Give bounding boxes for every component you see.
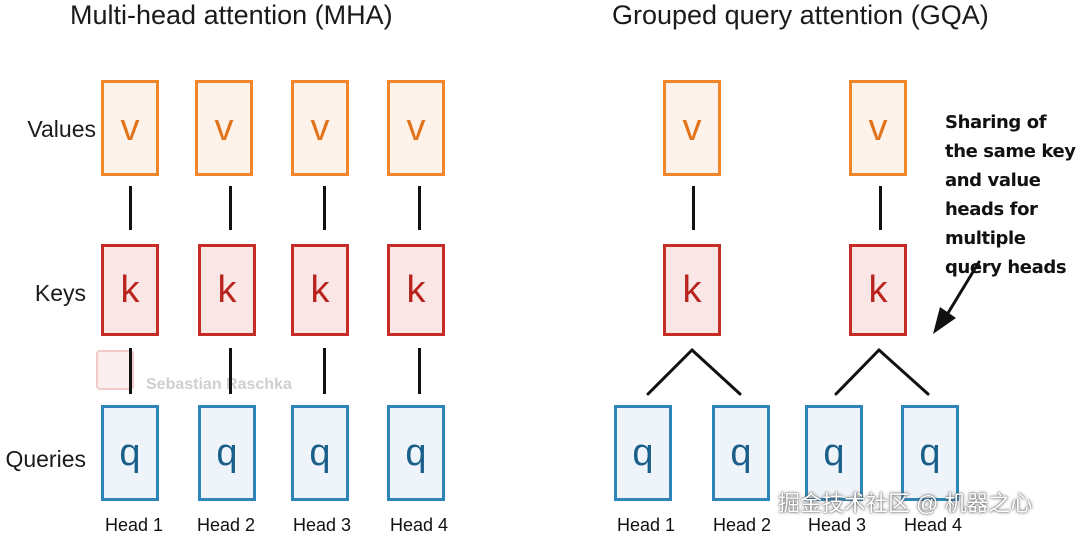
keys-row-label: Keys (34, 280, 86, 306)
gqa-title: Grouped query attention (GQA) (612, 0, 989, 30)
gqa-query-box-3: q (805, 405, 863, 501)
mha-title: Multi-head attention (MHA) (70, 0, 393, 30)
gqa-branch-line-1b (690, 348, 742, 396)
gqa-branch-line-2b (877, 348, 930, 396)
mha-kq-connector-4 (418, 348, 421, 394)
mha-query-box-4: q (387, 405, 445, 501)
mha-vk-connector-4 (418, 186, 421, 230)
mha-value-box-3: v (291, 80, 349, 176)
mha-query-box-3: q (291, 405, 349, 501)
gqa-branch-line-2a (834, 348, 881, 396)
gqa-value-box-1: v (663, 80, 721, 176)
mha-head-label-2: Head 2 (196, 515, 256, 535)
mha-kq-connector-2 (229, 348, 232, 394)
gqa-query-box-1: q (614, 405, 672, 501)
gqa-query-box-2: q (712, 405, 770, 501)
mha-kq-connector-3 (323, 348, 326, 394)
mha-head-label-4: Head 4 (389, 515, 449, 535)
gqa-value-box-2: v (849, 80, 907, 176)
gqa-key-box-1: k (663, 244, 721, 336)
mha-head-label-3: Head 3 (292, 515, 352, 535)
mha-key-box-2: k (198, 244, 256, 336)
source-watermark: 掘金技术社区 @ 机器之心 (778, 491, 1033, 516)
gqa-head-label-1: Head 1 (616, 515, 676, 535)
gqa-key-box-2: k (849, 244, 907, 336)
values-row-label: Values (27, 116, 96, 142)
mha-key-box-1: k (101, 244, 159, 336)
annotation-arrow-head (933, 307, 956, 334)
gqa-head-label-3: Head 3 (807, 515, 867, 535)
mha-kq-connector-1 (129, 348, 132, 394)
gqa-vk-connector-1 (692, 186, 695, 230)
mha-vk-connector-2 (229, 186, 232, 230)
gqa-vk-connector-2 (879, 186, 882, 230)
mha-query-box-1: q (101, 405, 159, 501)
sharing-annotation: Sharing of the same key and value heads … (945, 112, 1076, 278)
mha-value-box-2: v (195, 80, 253, 176)
mha-query-box-2: q (198, 405, 256, 501)
mha-value-box-4: v (387, 80, 445, 176)
queries-row-label: Queries (5, 446, 86, 472)
author-seal-watermark (96, 350, 134, 390)
mha-vk-connector-3 (323, 186, 326, 230)
mha-key-box-3: k (291, 244, 349, 336)
mha-key-box-4: k (387, 244, 445, 336)
mha-head-label-1: Head 1 (104, 515, 164, 535)
gqa-head-label-2: Head 2 (712, 515, 772, 535)
annotation-arrow-shaft (943, 260, 981, 320)
gqa-head-label-4: Head 4 (903, 515, 963, 535)
mha-vk-connector-1 (129, 186, 132, 230)
author-watermark: Sebastian Raschka (146, 376, 292, 393)
gqa-query-box-4: q (901, 405, 959, 501)
gqa-branch-line-1a (646, 348, 694, 396)
mha-value-box-1: v (101, 80, 159, 176)
